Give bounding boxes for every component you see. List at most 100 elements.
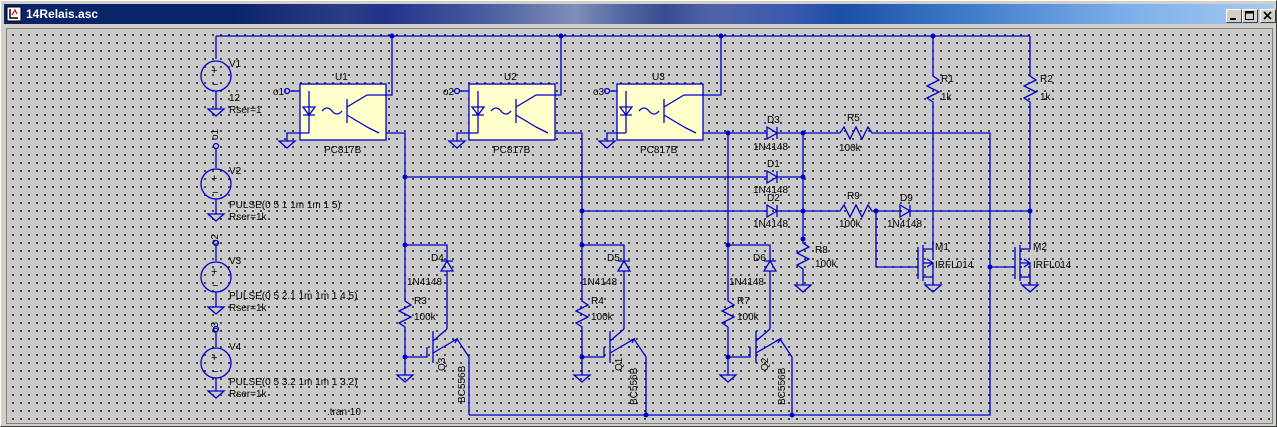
d9-model: 1N4148 (887, 219, 922, 230)
diode-d6[interactable]: D6 1N4148 (729, 253, 778, 329)
svg-text:+: + (211, 173, 217, 185)
source-v2[interactable]: o1 + − V2 PULSE(0 5 1 1m 1m 1 5) Rser=1k (200, 128, 341, 223)
diode-d9[interactable]: D9 1N4148 (887, 193, 1030, 230)
source-v3[interactable]: o2 + − V3 PULSE(0 5 2.1 1m 1m 1 4.5) Rse… (200, 233, 357, 315)
v2-param: Rser=1k (229, 212, 268, 223)
u3-model: PC817B (640, 145, 678, 156)
q1-model: BC556B (629, 367, 640, 405)
q2-model: BC556B (777, 367, 788, 405)
v3-value: PULSE(0 5 2.1 1m 1m 1 4.5) (229, 291, 357, 302)
maximize-icon (1245, 11, 1254, 20)
v3-name: V3 (229, 256, 242, 267)
minimize-button[interactable] (1226, 9, 1242, 23)
d4-model: 1N4148 (407, 277, 442, 288)
r5-value: 100k (737, 312, 760, 323)
optocoupler-u1[interactable]: o1 U1 PC817B (273, 36, 393, 156)
svg-text:+: + (211, 352, 217, 364)
ltspice-app-icon[interactable] (6, 6, 22, 22)
r1-name: R1 (941, 74, 954, 85)
v4-name: V4 (229, 342, 242, 353)
resistor-r2[interactable]: R2 1k (1022, 36, 1053, 239)
resistor-r3[interactable]: R3 100k (397, 296, 437, 357)
m1-model: IRFL014 (935, 260, 974, 271)
diode-d4[interactable]: D4 1N4148 (407, 253, 455, 329)
r9-value: 100k (839, 219, 862, 230)
mosfet-m1[interactable]: M1 IRFL014 (875, 211, 974, 293)
r3-name: R3 (414, 296, 427, 307)
diode-d1[interactable]: D1 1N4148 (753, 159, 803, 196)
window-title: 14Relais.asc (26, 7, 99, 21)
title-bar[interactable]: 14Relais.asc (4, 4, 1276, 24)
optocoupler-u3[interactable]: o3 U3 PC817B (593, 36, 722, 156)
svg-text:−: − (212, 187, 218, 199)
maximize-button[interactable] (1242, 9, 1258, 23)
transistor-q3[interactable]: Q3 BC556B (405, 328, 470, 415)
q1-name: Q1 (614, 357, 625, 371)
optocoupler-u2[interactable]: o2 U2 PC817B (443, 36, 562, 156)
u3-input: o3 (593, 87, 605, 98)
r7-name: R5 (847, 113, 860, 124)
resistor-r8[interactable]: R8 100k (793, 239, 838, 293)
d3-model: 1N4148 (753, 142, 788, 153)
d1-name: D1 (767, 159, 780, 170)
v1-name: V1 (229, 59, 242, 70)
mosfet-m2[interactable]: M2 IRFL014 (990, 239, 1072, 293)
v2-name: V2 (229, 166, 242, 177)
schematic-drawing[interactable]: + − V1 12 Rser=1 o1 + − V2 PULSE(0 5 1 1… (7, 29, 1272, 423)
svg-text:−: − (212, 366, 218, 378)
u1-input: o1 (273, 87, 285, 98)
r2-value: 1k (1040, 92, 1052, 103)
v3-param: Rser=1k (229, 303, 268, 314)
r1-value: 1k (941, 92, 953, 103)
transistor-q2[interactable]: Q2 BC556B (728, 328, 793, 415)
v1-param: Rser=1 (229, 105, 262, 116)
v4-param: Rser=1k (229, 389, 268, 400)
r4-name: R4 (591, 296, 604, 307)
svg-text:−: − (212, 79, 218, 91)
r2-name: R2 (1040, 74, 1053, 85)
resistor-r1[interactable]: R1 1k (925, 36, 954, 259)
m2-model: IRFL014 (1033, 260, 1072, 271)
d9-name: D9 (900, 193, 913, 204)
source-v1[interactable]: + − V1 12 Rser=1 (200, 59, 262, 117)
close-icon (1263, 11, 1272, 20)
tran-directive[interactable]: .tran 10 (327, 407, 361, 418)
d6-name: D6 (753, 253, 766, 264)
r4-value: 100k (591, 312, 614, 323)
r7-value: 100k (839, 143, 862, 154)
u2-model: PC817B (493, 145, 531, 156)
d1-model: 1N4148 (753, 185, 788, 196)
r3-value: 100k (414, 312, 437, 323)
svg-text:+: + (211, 266, 217, 278)
v4-value: PULSE(0 5 3.2 1m 1m 1 3.2) (229, 377, 357, 388)
source-v4[interactable]: o3 + − V4 PULSE(0 5 3.2 1m 1m 1 3.2) Rse… (200, 321, 357, 400)
transistor-q1[interactable]: Q1 BC556B (582, 328, 647, 415)
d2-name: D2 (767, 193, 780, 204)
resistor-r5[interactable]: R7 100k (720, 296, 760, 357)
resistor-r9[interactable]: R9 100k (810, 191, 900, 230)
schematic-canvas[interactable]: + − V1 12 Rser=1 o1 + − V2 PULSE(0 5 1 1… (6, 28, 1273, 424)
q3-name: Q3 (437, 357, 448, 371)
diode-d3[interactable]: D3 1N4148 (753, 115, 840, 153)
d5-model: 1N4148 (582, 277, 617, 288)
resistor-r4[interactable]: R4 100k (574, 296, 614, 357)
diode-d5[interactable]: D5 1N4148 (582, 253, 632, 329)
diode-d2[interactable]: D2 1N4148 (753, 193, 810, 230)
u2-input: o2 (443, 87, 455, 98)
d5-name: D5 (607, 253, 620, 264)
svg-text:−: − (212, 280, 218, 292)
minimize-icon (1230, 18, 1236, 20)
resistor-r7[interactable]: R5 100k (839, 113, 991, 267)
svg-text:+: + (211, 65, 217, 77)
v2-value: PULSE(0 5 1 1m 1m 1 5) (229, 200, 341, 211)
v1-value: 12 (229, 93, 241, 104)
r8-value: 100k (815, 259, 838, 270)
u3-name: U3 (652, 72, 665, 83)
r5-name: R7 (737, 296, 750, 307)
d6-model: 1N4148 (729, 277, 764, 288)
m1-name: M1 (935, 242, 949, 253)
r8-name: R8 (815, 245, 828, 256)
close-button[interactable] (1260, 9, 1276, 23)
v4-node: o3 (210, 321, 221, 333)
